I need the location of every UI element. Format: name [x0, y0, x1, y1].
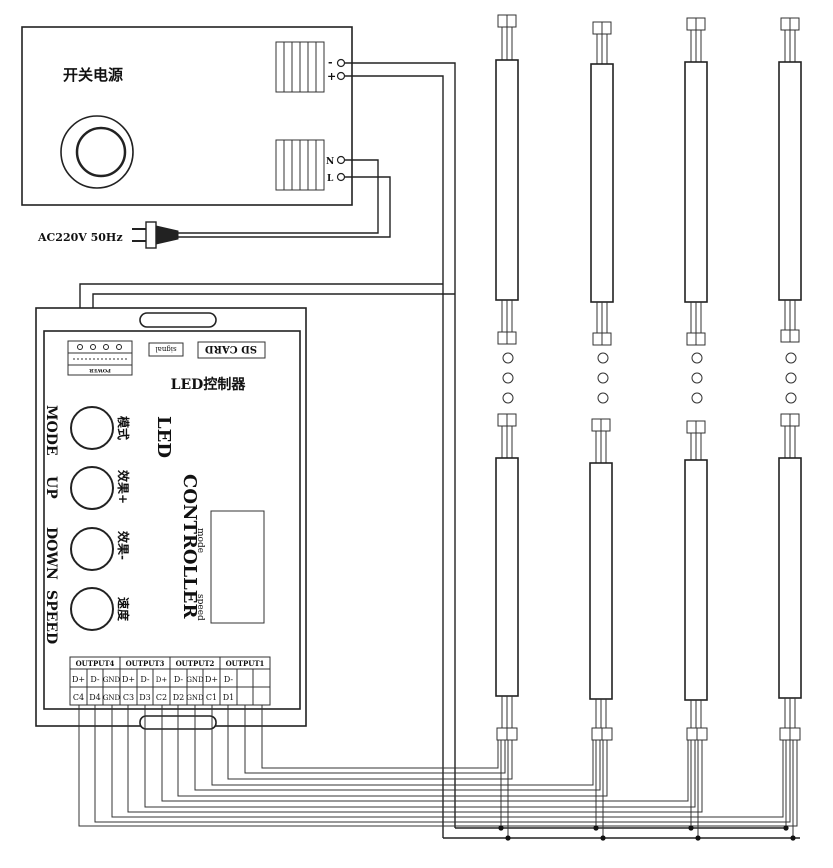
display-window: mode speed — [195, 510, 265, 624]
vent-top — [275, 41, 325, 93]
power-supply: 开关电源 - + N L — [21, 26, 353, 206]
wire-out4-clock — [94, 705, 791, 823]
mount-slot-top — [139, 312, 217, 328]
wire-out4-gnd — [78, 705, 798, 827]
pin-label: GND — [103, 676, 121, 684]
terminal-n-label: N — [326, 157, 334, 167]
power-supply-title: 开关电源 — [63, 66, 123, 84]
button-speed-cn: 速度 — [116, 597, 131, 622]
junction-dots — [498, 825, 796, 841]
output2-label: OUTPUT2 — [176, 659, 215, 668]
pin-label: GND — [103, 694, 121, 702]
mains-plug: AC220V 50Hz — [37, 221, 179, 249]
terminal-plus-label: + — [327, 70, 336, 83]
power-block-label: POWER — [88, 367, 111, 373]
pin-label: GND — [186, 694, 204, 702]
terminal-l — [336, 172, 346, 182]
button-mode-cn: 模式 — [116, 416, 131, 440]
controller-name-controller: CONTROLLER — [179, 474, 200, 620]
pin-label: D- — [90, 675, 100, 684]
fan-inner-ring — [75, 126, 127, 178]
wire-out1-gnd — [227, 705, 513, 780]
terminal-minus-label: - — [328, 56, 333, 69]
pin-label: D1 — [223, 693, 235, 702]
button-down[interactable]: DOWN 效果- — [43, 527, 131, 580]
signal-port: signal — [148, 342, 184, 357]
wire-out2-clock — [194, 705, 601, 791]
button-up-en: UP — [43, 476, 59, 499]
wire-out2-gnd — [177, 705, 608, 797]
led-strip-3 — [684, 17, 708, 741]
controller-name-led: LED — [153, 416, 174, 458]
pin-label: C1 — [206, 693, 217, 702]
button-down-cn: 效果- — [116, 531, 131, 560]
mains-label: AC220V 50Hz — [37, 231, 123, 244]
wire-out4-data — [111, 705, 784, 818]
terminal-minus — [336, 58, 346, 68]
button-up-cn: 效果+ — [116, 470, 131, 504]
output4-label: OUTPUT4 — [76, 659, 115, 668]
wire-out3-gnd — [127, 705, 703, 813]
output3-label: OUTPUT3 — [126, 659, 165, 668]
button-down-en: DOWN — [43, 527, 59, 580]
wire-out1-clock — [244, 705, 506, 774]
pin-label: D+ — [72, 675, 85, 684]
pin-label: D4 — [89, 693, 101, 702]
button-mode[interactable]: MODE 模式 — [43, 405, 131, 456]
led-strip-1 — [495, 14, 519, 741]
pin-label: D- — [140, 675, 150, 684]
power-terminal-block: POWER — [67, 340, 133, 376]
terminal-l-label: L — [327, 174, 334, 184]
terminal-n — [336, 155, 346, 165]
wire-out3-clock — [144, 705, 696, 808]
wire-out2-data — [211, 705, 594, 786]
pin-label: GND — [186, 676, 204, 684]
vent-bottom — [275, 139, 325, 191]
wire-out1-data — [261, 705, 499, 769]
pin-label: D- — [224, 675, 234, 684]
wire-mains-n — [178, 159, 379, 234]
display-speed-label: speed — [195, 594, 205, 621]
button-speed-en: SPEED — [43, 590, 59, 644]
wire-out3-data — [161, 705, 689, 802]
pin-label: D- — [174, 675, 184, 684]
button-up[interactable]: UP 效果+ — [43, 466, 131, 510]
led-strip-4 — [778, 17, 802, 741]
controller-title: LED控制器 — [171, 376, 247, 393]
pin-label: D+ — [156, 676, 168, 684]
button-speed[interactable]: SPEED 速度 — [43, 587, 131, 644]
led-strip-2 — [589, 21, 614, 741]
pin-label: D+ — [122, 675, 135, 684]
wire-dc-minus — [345, 62, 456, 828]
pin-label: D3 — [139, 693, 151, 702]
led-controller: POWER signal SD CARD LED控制器 LED CONTROLL… — [35, 307, 307, 730]
signal-port-label: signal — [155, 345, 177, 353]
output-terminals: OUTPUT4 OUTPUT3 OUTPUT2 OUTPUT1 D+ D- GN… — [69, 656, 271, 706]
button-mode-en: MODE — [43, 405, 59, 456]
output1-label: OUTPUT1 — [226, 659, 265, 668]
sd-card-label: SD CARD — [205, 343, 257, 354]
sd-card-slot: SD CARD — [197, 341, 266, 359]
pin-label: C3 — [123, 693, 134, 702]
pin-label: C2 — [156, 693, 167, 702]
wire-dc-plus — [345, 75, 444, 838]
display-mode-label: mode — [195, 528, 205, 553]
pin-label: D2 — [173, 693, 185, 702]
wire-mains-l — [178, 176, 391, 238]
pin-label: D+ — [205, 675, 218, 684]
pin-label: C4 — [73, 693, 84, 702]
terminal-plus — [336, 71, 346, 81]
